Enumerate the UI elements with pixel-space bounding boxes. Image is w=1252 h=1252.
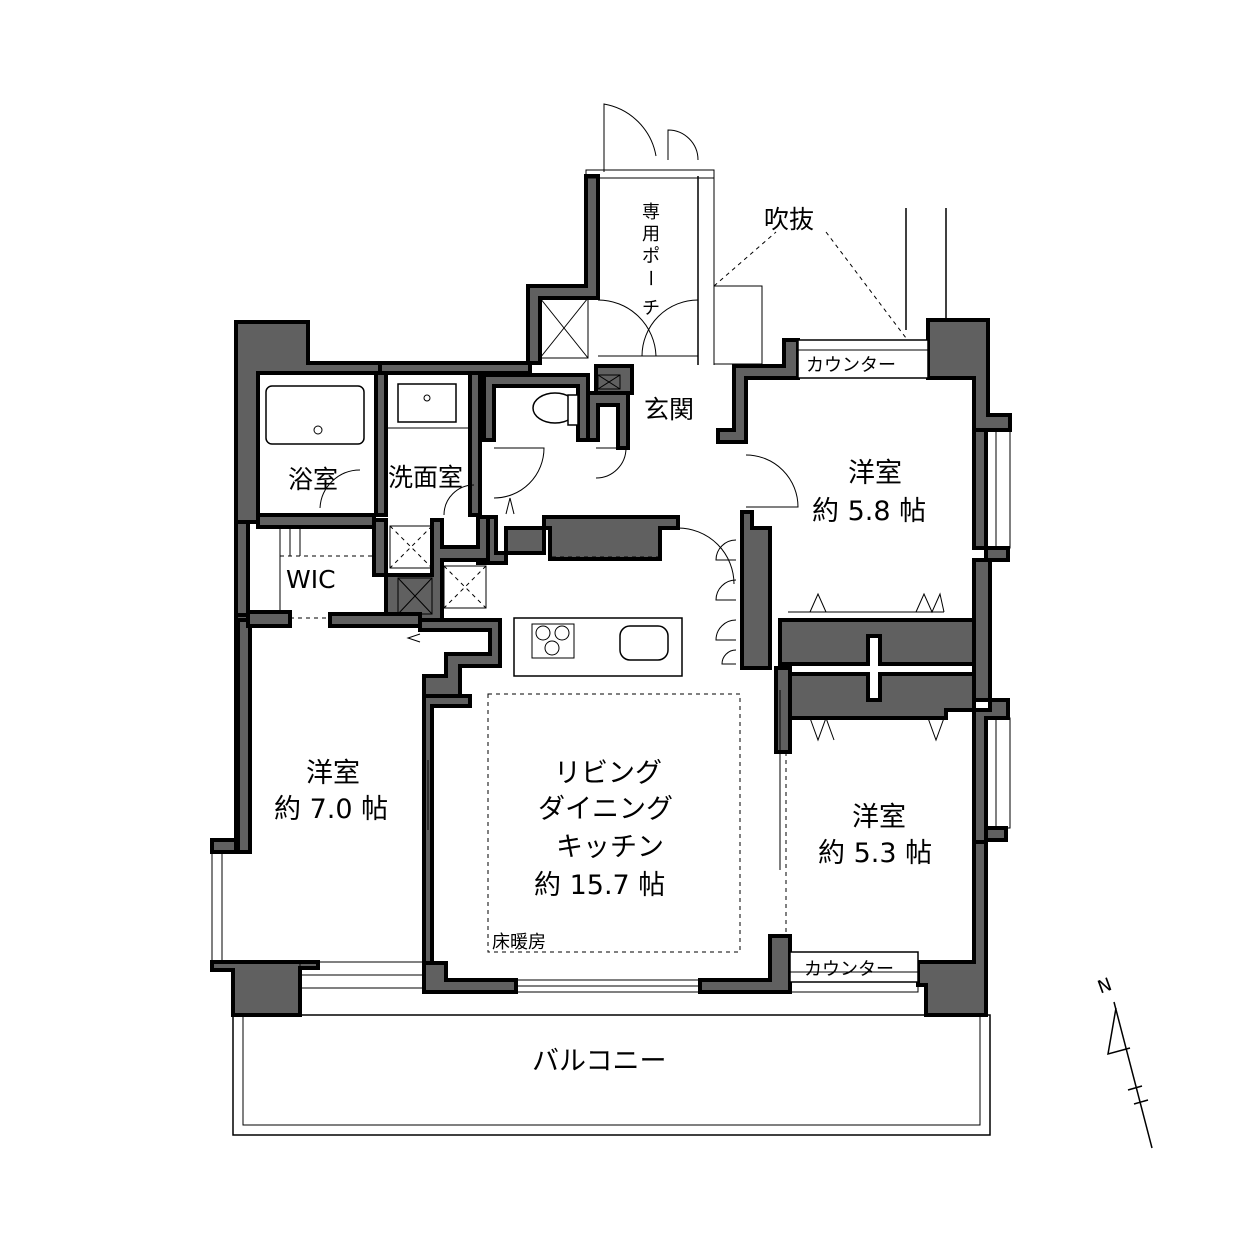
west-room-size: 約 7.0 帖 xyxy=(274,794,388,825)
se-room-size: 約 5.3 帖 xyxy=(818,838,932,869)
wic-label: WIC xyxy=(286,565,336,594)
svg-text:用: 用 xyxy=(642,224,660,245)
floor-heating-zone xyxy=(487,693,741,953)
porch-lines xyxy=(539,103,947,390)
west-room-name: 洋室 xyxy=(306,758,360,789)
porch-label: 専 用 ポ ー チ xyxy=(639,202,660,319)
north-label: N xyxy=(1095,974,1115,998)
ldk-line3: キッチン xyxy=(556,832,664,863)
fixtures xyxy=(265,383,683,677)
ldk-line2: ダイニング xyxy=(538,794,673,825)
floor-heating-label: 床暖房 xyxy=(492,932,546,953)
se-room-name: 洋室 xyxy=(852,802,906,833)
washroom-label: 洗面室 xyxy=(388,463,463,492)
counter-bottom xyxy=(789,951,919,983)
counter-top xyxy=(797,339,929,379)
ne-room-size: 約 5.8 帖 xyxy=(812,496,926,527)
svg-text:ポ: ポ xyxy=(642,246,660,267)
balcony-label: バルコニー xyxy=(532,1046,666,1077)
counter-top-label: カウンター xyxy=(806,355,896,376)
fukinuke-label: 吹抜 xyxy=(764,205,814,234)
entrance-label: 玄関 xyxy=(644,395,694,424)
svg-text:チ: チ xyxy=(642,298,660,319)
svg-text:専: 専 xyxy=(642,202,660,223)
structural-walls xyxy=(210,174,1012,1017)
ldk-size: 約 15.7 帖 xyxy=(534,870,665,901)
bath-label: 浴室 xyxy=(288,465,338,494)
doors xyxy=(279,447,946,934)
windows xyxy=(211,429,1011,993)
north-arrow: N xyxy=(1095,974,1153,1149)
svg-text:ー: ー xyxy=(639,269,660,287)
ldk-line1: リビング xyxy=(554,758,662,789)
counter-bottom-label: カウンター xyxy=(804,959,894,980)
balcony-outline xyxy=(232,1014,991,1136)
ne-room-name: 洋室 xyxy=(848,458,902,489)
